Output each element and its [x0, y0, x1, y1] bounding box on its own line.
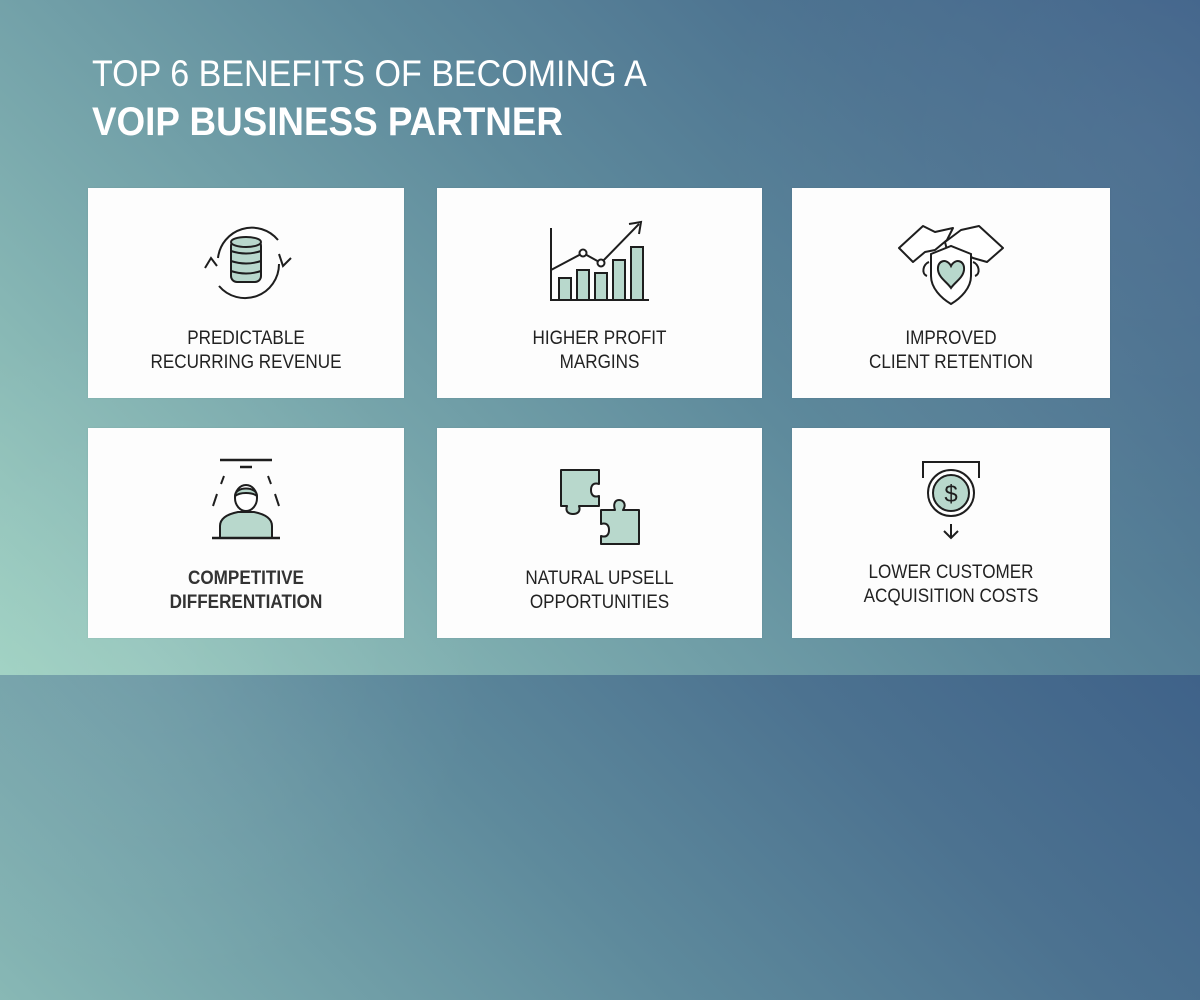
svg-text:$: $: [944, 481, 957, 508]
benefit-card-competitive-differentiation: COMPETITIVE DIFFERENTIATION: [88, 428, 404, 638]
benefit-label: COMPETITIVE DIFFERENTIATION: [169, 568, 323, 613]
page-title: TOP 6 BENEFITS OF BECOMING A VOIP BUSINE…: [92, 52, 695, 146]
recurring-revenue-coins-icon: [204, 226, 292, 300]
benefit-card-upsell-opportunities: NATURAL UPSELL OPPORTUNITIES: [437, 428, 762, 638]
benefit-card-client-retention: IMPROVED CLIENT RETENTION: [792, 188, 1110, 398]
title-line-2: VOIP BUSINESS PARTNER: [92, 100, 563, 144]
benefit-label: IMPROVED CLIENT RETENTION: [868, 328, 1034, 373]
hands-heart-shield-icon: [898, 225, 1004, 306]
puzzle-pieces-icon: [559, 469, 640, 545]
spotlight-person-icon: [212, 458, 280, 540]
benefit-card-recurring-revenue: PREDICTABLE RECURRING REVENUE: [88, 188, 404, 398]
benefit-card-acquisition-costs: $ LOWER CUSTOMER ACQUISITION COSTS: [792, 428, 1110, 638]
benefit-card-profit-margins: HIGHER PROFIT MARGINS: [437, 188, 762, 398]
profit-growth-chart-icon: [549, 220, 649, 301]
background-decoration: [0, 300, 500, 1000]
benefit-label: PREDICTABLE RECURRING REVENUE: [150, 328, 342, 373]
dollar-coin-down-icon: $: [922, 461, 980, 540]
benefit-label: LOWER CUSTOMER ACQUISITION COSTS: [863, 562, 1039, 607]
benefit-label: NATURAL UPSELL OPPORTUNITIES: [525, 568, 674, 613]
benefit-label: HIGHER PROFIT MARGINS: [532, 328, 667, 373]
title-line-1: TOP 6 BENEFITS OF BECOMING A: [92, 53, 647, 94]
